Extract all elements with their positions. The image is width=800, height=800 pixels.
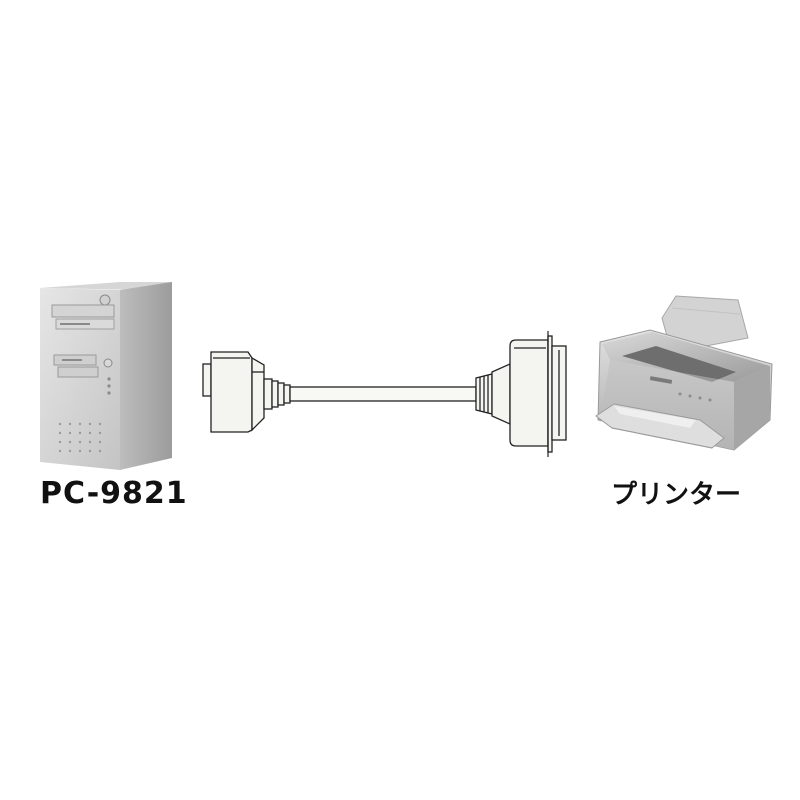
cable (289, 386, 477, 402)
tower-pc-icon (40, 282, 172, 470)
computer-label: PC-9821 (40, 476, 188, 511)
inkjet-printer-icon (595, 295, 773, 451)
half-pitch-36pin-connector-icon (202, 351, 291, 433)
printer-label: プリンター (611, 480, 742, 510)
amphenol-36pin-connector-icon (475, 331, 567, 457)
